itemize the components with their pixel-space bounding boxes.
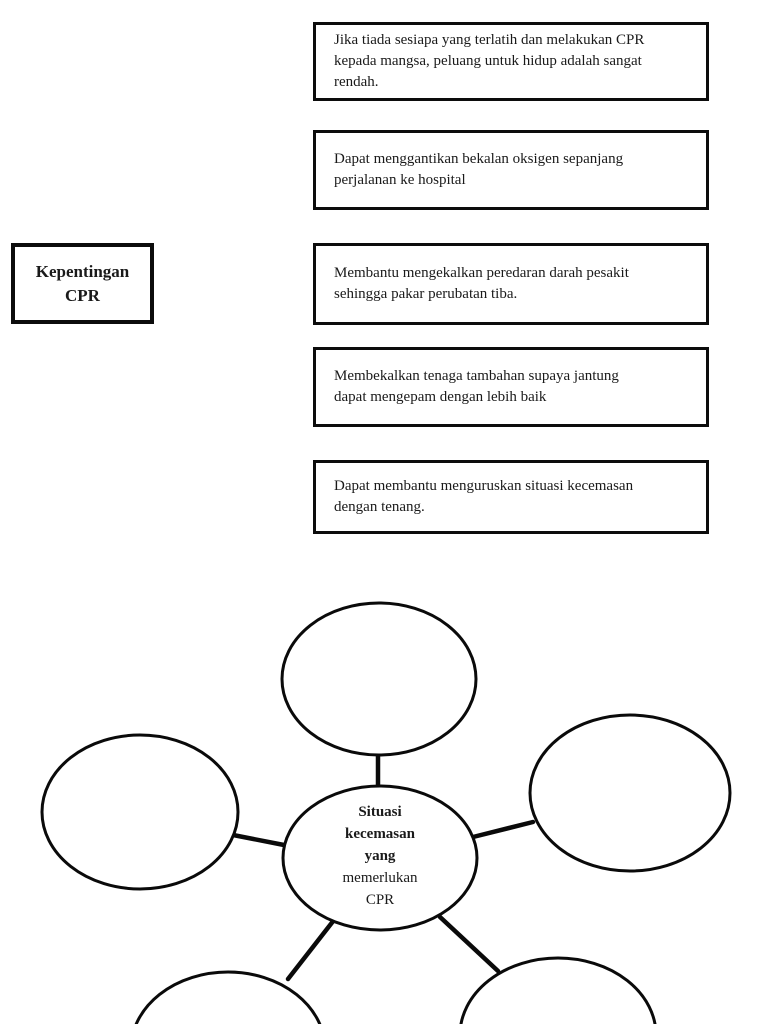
center-label-line: CPR (365, 892, 395, 908)
connector-right (470, 819, 536, 840)
importance-box: Dapat menggantikan bekalan oksigen sepan… (313, 130, 709, 210)
mind-map-center-label: Situasi kecemasan yang memerlukan CPR (308, 801, 452, 911)
importance-box-text: Dapat membantu menguruskan situasi kecem… (334, 478, 634, 515)
importance-box: Membekalkan tenaga tambahan supaya jantu… (313, 347, 709, 427)
importance-box: Jika tiada sesiapa yang terlatih dan mel… (313, 22, 709, 101)
center-label-line: kecemasan (345, 826, 415, 842)
branch-ellipse-bottom-right (459, 956, 657, 1024)
importance-box-text: Membekalkan tenaga tambahan supaya jantu… (334, 368, 619, 405)
branch-ellipse-bottom-left (134, 970, 322, 1024)
importance-box-text: Membantu mengekalkan peredaran darah pes… (334, 265, 629, 302)
branch-ellipse-left (40, 733, 240, 891)
connector-bottom-right (437, 914, 501, 974)
topic-label: Kepentingan CPR (35, 261, 130, 305)
importance-box-text: Dapat menggantikan bekalan oksigen sepan… (334, 151, 624, 188)
mind-map-diagram (40, 601, 732, 1024)
branch-ellipse-top (280, 601, 478, 757)
connector-left (225, 831, 287, 848)
importance-box-text: Jika tiada sesiapa yang terlatih dan mel… (334, 32, 645, 90)
center-label-line: memerlukan (342, 870, 418, 886)
connector-bottom-left (285, 917, 337, 982)
center-label-line: Situasi (358, 804, 402, 820)
importance-box: Dapat membantu menguruskan situasi kecem… (313, 460, 709, 534)
branch-ellipse-right (528, 713, 732, 873)
importance-box: Membantu mengekalkan peredaran darah pes… (313, 243, 709, 325)
center-ellipse (281, 784, 479, 932)
topic-box: Kepentingan CPR (11, 243, 154, 324)
center-label-line: yang (364, 848, 396, 864)
